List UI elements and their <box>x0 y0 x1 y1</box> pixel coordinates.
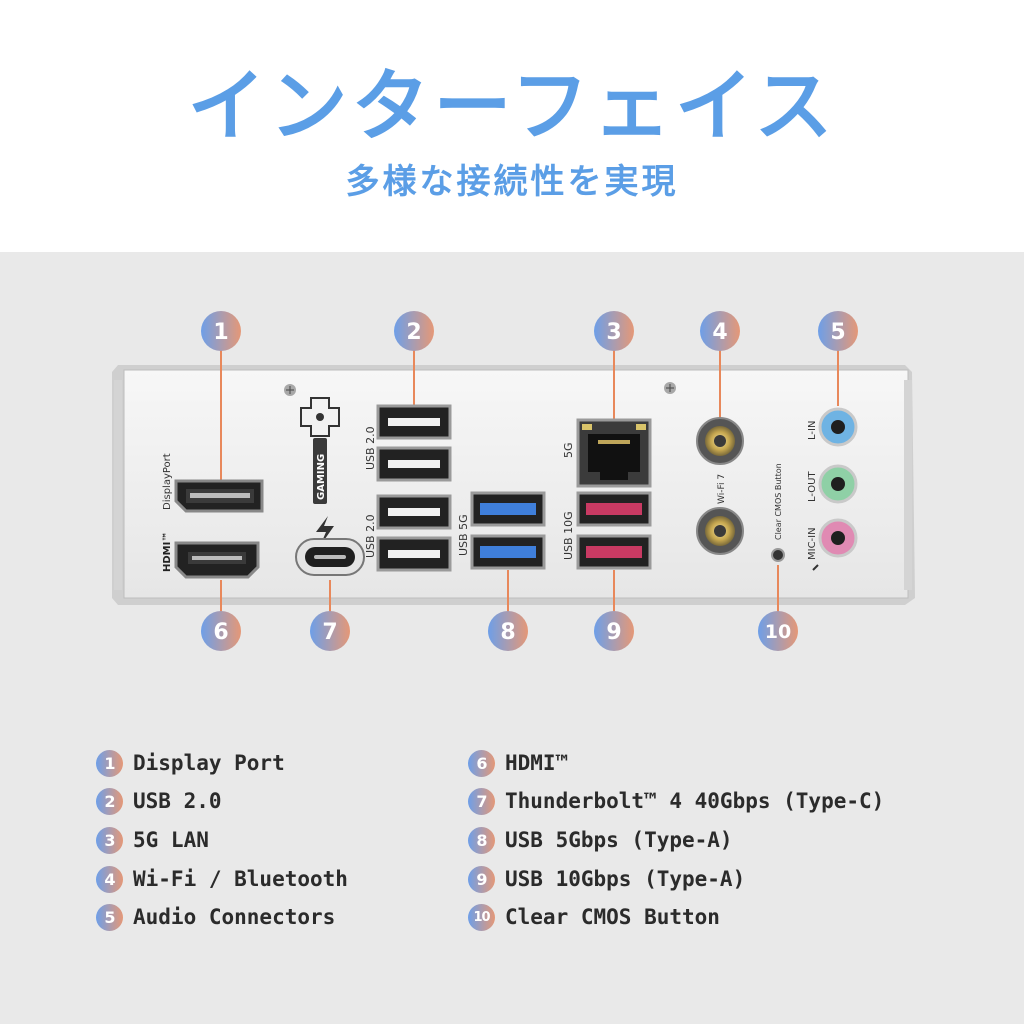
gaming-label: GAMING <box>316 454 327 500</box>
usb-2-0-top-label: USB 2.0 <box>364 426 377 470</box>
callout-badge-3: 3 <box>594 311 634 351</box>
audio-line-in-jack[interactable] <box>818 407 858 447</box>
legend-label: USB 5Gbps (Type-A) <box>505 828 733 852</box>
callout-badge-10: 10 <box>758 611 798 651</box>
legend-badge: 1 <box>96 749 123 777</box>
callout-number: 4 <box>712 320 727 345</box>
legend-label: 5G LAN <box>133 828 209 852</box>
callout-number: 10 <box>765 621 791 643</box>
legend-label: Thunderbolt™ 4 40Gbps (Type-C) <box>505 789 885 813</box>
audio-l-out-label: L-OUT <box>807 471 818 502</box>
legend-item: 4 Wi-Fi / Bluetooth <box>96 864 348 894</box>
legend: 1 Display Port 2 USB 2.0 3 5G LAN 4 Wi-F… <box>96 745 976 945</box>
callout-badge-5: 5 <box>818 311 858 351</box>
lan-port[interactable] <box>576 418 652 488</box>
hdmi-label: HDMI™ <box>162 532 173 572</box>
callout-number: 1 <box>213 320 228 345</box>
legend-item: 8 USB 5Gbps (Type-A) <box>468 825 733 855</box>
legend-item: 7 Thunderbolt™ 4 40Gbps (Type-C) <box>468 786 884 816</box>
legend-label: Display Port <box>133 751 285 775</box>
lan-5g-label: 5G <box>562 442 575 458</box>
callout-number: 3 <box>606 320 621 345</box>
legend-badge: 6 <box>468 749 495 777</box>
legend-item: 10 Clear CMOS Button <box>468 902 720 932</box>
legend-item: 5 Audio Connectors <box>96 902 335 932</box>
wifi-antenna-connector-bottom[interactable] <box>696 507 744 555</box>
page-subtitle: 多様な接続性を実現 <box>345 162 679 202</box>
callout-number: 9 <box>606 620 621 645</box>
thunderbolt-icon <box>316 516 334 546</box>
callout-badge-2: 2 <box>394 311 434 351</box>
audio-l-in-label: L-IN <box>807 421 818 440</box>
callout-number: 8 <box>500 620 515 645</box>
usb-10g-label: USB 10G <box>562 511 575 560</box>
usb-2-0-ports[interactable] <box>376 404 452 572</box>
displayport-label: DisplayPort <box>162 453 173 510</box>
legend-badge: 5 <box>96 903 123 931</box>
displayport-port[interactable] <box>174 479 264 513</box>
callout-lines <box>220 350 839 612</box>
legend-badge: 3 <box>96 826 123 854</box>
legend-badge: 9 <box>468 865 495 893</box>
callout-badge-7: 7 <box>310 611 350 651</box>
callout-number: 6 <box>213 620 228 645</box>
callout-number: 7 <box>322 620 337 645</box>
legend-badge: 7 <box>468 787 495 815</box>
screw-icon <box>284 384 296 396</box>
legend-badge: 2 <box>96 787 123 815</box>
callout-number: 2 <box>406 320 421 345</box>
wifi-antenna-connector-top[interactable] <box>696 417 744 465</box>
usb-5g-ports[interactable] <box>470 491 546 570</box>
usb-2-0-bottom-label: USB 2.0 <box>364 514 377 558</box>
wifi7-label: Wi-Fi 7 <box>717 474 727 504</box>
legend-item: 9 USB 10Gbps (Type-A) <box>468 864 745 894</box>
legend-label: Clear CMOS Button <box>505 905 720 929</box>
usb-5g-label: USB 5G <box>457 514 470 556</box>
callout-badge-4: 4 <box>700 311 740 351</box>
callout-number: 5 <box>830 320 845 345</box>
legend-item: 3 5G LAN <box>96 825 209 855</box>
legend-item: 2 USB 2.0 <box>96 786 222 816</box>
legend-label: Audio Connectors <box>133 905 336 929</box>
callout-badge-9: 9 <box>594 611 634 651</box>
usb-10g-ports[interactable] <box>576 491 652 570</box>
clear-cmos-button[interactable] <box>771 548 785 562</box>
callout-badge-8: 8 <box>488 611 528 651</box>
gaming-controller-icon <box>300 397 340 504</box>
header: インターフェイス 多様な接続性を実現 <box>0 0 1024 252</box>
clear-cmos-label: Clear CMOS Button <box>774 463 783 540</box>
legend-item: 1 Display Port <box>96 748 285 778</box>
legend-label: USB 2.0 <box>133 789 222 813</box>
usb-c-port[interactable] <box>295 538 365 576</box>
legend-badge: 4 <box>96 865 123 893</box>
audio-mic-in-label: MIC-IN <box>807 527 818 560</box>
audio-mic-in-jack[interactable] <box>818 518 858 558</box>
audio-line-out-jack[interactable] <box>818 464 858 504</box>
legend-badge: 10 <box>468 903 495 931</box>
hdmi-port[interactable] <box>174 541 260 579</box>
legend-label: USB 10Gbps (Type-A) <box>505 867 746 891</box>
legend-item: 6 HDMI™ <box>468 748 568 778</box>
legend-badge: 8 <box>468 826 495 854</box>
callout-badge-1: 1 <box>201 311 241 351</box>
legend-label: HDMI™ <box>505 751 569 775</box>
microphone-icon <box>812 564 819 571</box>
page-title: インターフェイス <box>187 62 837 152</box>
legend-label: Wi-Fi / Bluetooth <box>133 867 348 891</box>
callout-badge-6: 6 <box>201 611 241 651</box>
screw-icon <box>664 382 676 394</box>
